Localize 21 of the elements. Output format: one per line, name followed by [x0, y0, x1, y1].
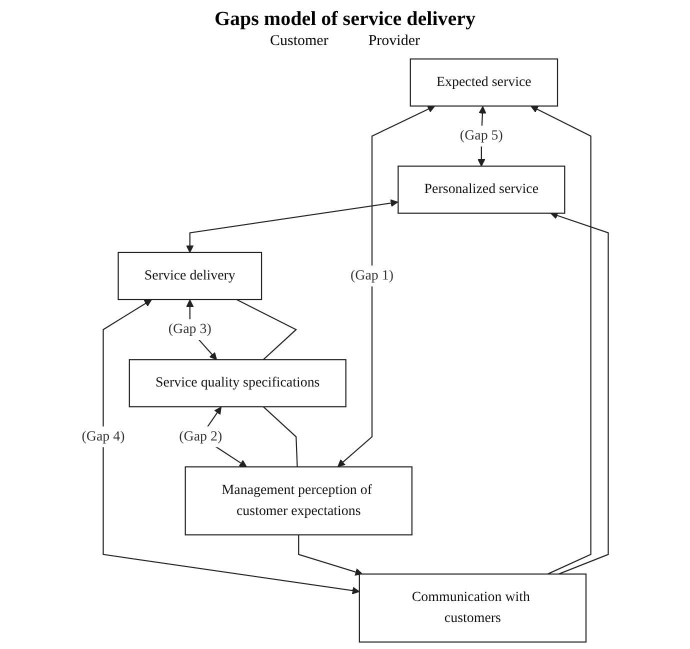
arrow [337, 106, 436, 467]
node-box: Management perception of customer expectations [184, 466, 412, 536]
edge-label: (Gap 3) [168, 322, 212, 337]
node-box: Service delivery [118, 252, 262, 300]
diagram-title: Gaps model of service delivery [214, 8, 476, 31]
arrow [550, 212, 609, 575]
edge-label: (Gap 1) [350, 268, 394, 283]
zone-label: Provider [368, 33, 420, 50]
node-box: Expected service [410, 58, 558, 107]
arrow [186, 199, 398, 253]
edge-label: (Gap 2) [179, 428, 222, 444]
arrow [530, 106, 592, 575]
connector [236, 299, 298, 360]
node-box: Service quality specifications [128, 359, 346, 408]
arrow [298, 534, 363, 576]
node-box: Communication with customers [358, 573, 587, 643]
connector [262, 406, 298, 467]
zone-label: Customer [270, 33, 328, 50]
edge-label: (Gap 4) [82, 428, 125, 444]
edge-label: (Gap 5) [460, 128, 503, 144]
node-box: Personalized service [398, 166, 566, 214]
